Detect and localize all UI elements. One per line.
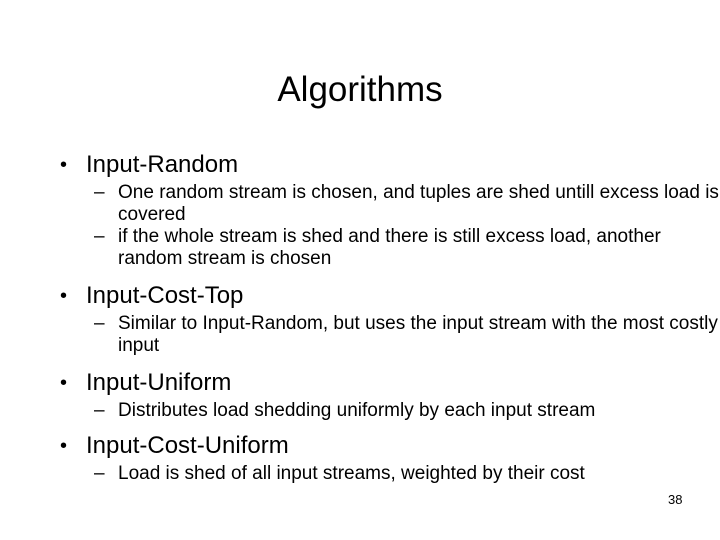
- page-title: Algorithms: [277, 70, 443, 110]
- bullet-item-input-random: • Input-Random: [0, 150, 720, 180]
- bullet-dot-icon: •: [60, 435, 68, 457]
- sub-bullet-item: – Similar to Input-Random, but uses the …: [0, 313, 720, 357]
- sub-bullet-label: One random stream is chosen, and tuples …: [118, 182, 719, 225]
- sub-bullet-item: – Distributes load shedding uniformly by…: [0, 400, 720, 422]
- sub-bullet-item: – if the whole stream is shed and there …: [0, 226, 720, 270]
- bullet-item-input-cost-top: • Input-Cost-Top: [0, 281, 720, 311]
- bullet-item-input-cost-uniform: • Input-Cost-Uniform: [0, 431, 720, 461]
- bullet-dot-icon: •: [60, 285, 68, 307]
- dash-icon: –: [94, 400, 105, 421]
- dash-icon: –: [94, 226, 105, 247]
- bullet-group: • Input-Uniform – Distributes load shedd…: [0, 368, 720, 422]
- bullet-group: • Input-Cost-Uniform – Load is shed of a…: [0, 431, 720, 485]
- dash-icon: –: [94, 463, 105, 484]
- dash-icon: –: [94, 182, 105, 203]
- bullet-group: • Input-Cost-Top – Similar to Input-Rand…: [0, 281, 720, 357]
- sub-bullet-label: Similar to Input-Random, but uses the in…: [118, 313, 718, 356]
- dash-icon: –: [94, 313, 105, 334]
- bullet-item-input-uniform: • Input-Uniform: [0, 368, 720, 398]
- slide-number: 38: [668, 492, 683, 507]
- sub-bullet-label: Load is shed of all input streams, weigh…: [118, 463, 585, 484]
- sub-bullet-item: – Load is shed of all input streams, wei…: [0, 463, 720, 485]
- sub-bullet-label: Distributes load shedding uniformly by e…: [118, 400, 596, 421]
- bullet-label: Input-Cost-Top: [86, 282, 244, 309]
- sub-bullet-item: – One random stream is chosen, and tuple…: [0, 182, 720, 226]
- bullet-label: Input-Uniform: [86, 369, 232, 396]
- bullet-label: Input-Random: [86, 151, 239, 178]
- bullet-dot-icon: •: [60, 372, 68, 394]
- sub-bullet-label: if the whole stream is shed and there is…: [118, 226, 661, 269]
- bullet-group: • Input-Random – One random stream is ch…: [0, 150, 720, 270]
- bullet-label: Input-Cost-Uniform: [86, 432, 289, 459]
- bullet-dot-icon: •: [60, 154, 68, 176]
- slide-body: • Input-Random – One random stream is ch…: [0, 150, 720, 485]
